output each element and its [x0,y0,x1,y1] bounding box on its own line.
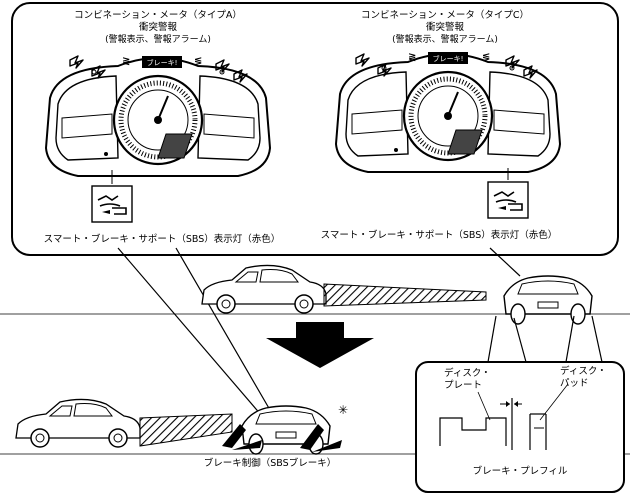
brake-display-text-c: ブレーキ! [433,54,464,63]
panel-a-subtitle: 衝突警報 [138,22,177,33]
brake-disc-icon [439,383,569,450]
sound-wave-icon: ≷ [122,56,130,67]
brake-force-arrow-icon [222,424,342,452]
radar-beam [139,413,233,447]
panel-c-subtitle: 衝突警報 [425,22,464,33]
panel-a-caption: (警報表示、警報アラーム) [105,35,211,45]
sbs-label-c: スマート・ブレーキ・サポート（SBS）表示灯（赤色） [320,230,558,241]
car-icon [201,264,327,314]
gauge-cluster-icon [46,58,270,176]
car-icon [503,275,593,325]
panel-c-title: コンビネーション・メータ（タイプC） [361,10,529,21]
impact-icon: ✳ [338,403,348,417]
panel-c-caption: (警報表示、警報アラーム) [392,35,498,45]
brake-display-a [142,56,182,68]
panel-a-title: コンビネーション・メータ（タイプA） [74,10,242,21]
prefill-frame [415,361,625,493]
brake-control-caption: ブレーキ制御（SBSブレーキ） [203,458,337,469]
brake-display-text-a: ブレーキ! [147,58,178,67]
disc-plate-label: ディスク・ プレート [444,368,491,391]
sbs-indicator-icon [91,185,133,223]
brake-display-c [428,52,468,64]
sound-wave-icon: ≶ [482,52,490,63]
radar-beam [323,283,487,307]
sbs-indicator-icon [487,181,529,219]
arrow-down-icon [266,322,374,368]
sbs-label-a: スマート・ブレーキ・サポート（SBS）表示灯（赤色） [43,234,281,245]
car-icon [15,398,141,448]
gauge-cluster-icon [336,54,560,172]
sound-wave-icon: ≷ [408,52,416,63]
prefill-caption: ブレーキ・プレフィル [472,466,568,477]
disc-pad-label: ディスク・ パッド [560,366,607,389]
sound-wave-icon: ≶ [194,56,202,67]
